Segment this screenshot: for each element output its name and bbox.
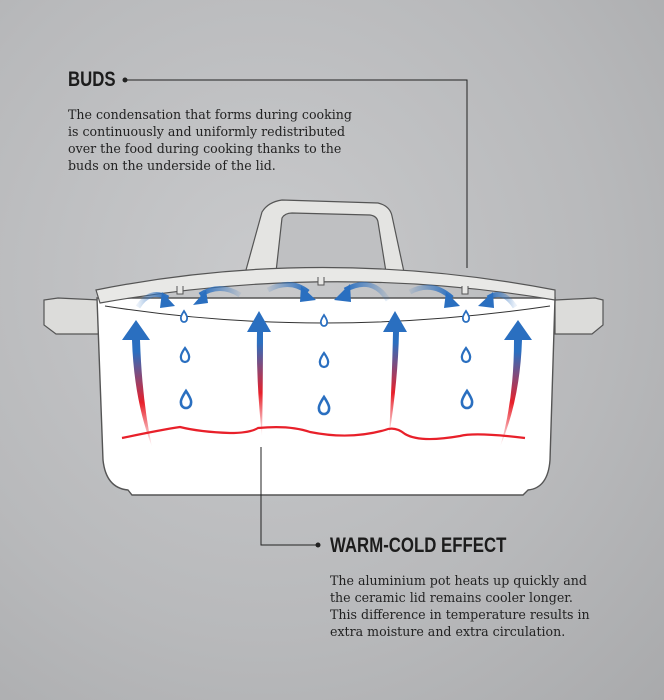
warm-cold-description: The aluminium pot heats up quickly and t… [330,573,590,639]
rising-heat-arrows [122,311,532,447]
warm-cold-leader-line [260,447,318,546]
heat-line [121,425,526,441]
drop-icon [460,346,472,364]
water-drops [179,309,474,416]
rising-arrow [500,320,532,447]
drop-icon [318,351,330,369]
left-handle [43,297,101,335]
drop-icon [317,394,331,416]
drop-icon [460,388,474,410]
rising-arrow [247,311,271,437]
condensation-curl-arrows [135,281,518,309]
drop-icon [461,309,471,323]
drop-icon [179,309,189,323]
buds-leader-line [125,79,468,268]
buds-description: The condensation that forms during cooki… [68,107,352,173]
rising-arrow [383,311,407,437]
lid [95,266,556,304]
drop-icon [319,313,329,327]
right-handle [554,297,604,335]
warm-cold-title: WARM-COLD EFFECT [330,534,507,557]
buds-leader-dot [122,77,128,83]
rising-arrow [122,320,152,447]
buds-title: BUDS [68,68,116,91]
pot-body [96,297,556,496]
warm-cold-leader-dot [315,542,321,548]
drop-icon [179,346,191,364]
drop-icon [179,388,193,410]
